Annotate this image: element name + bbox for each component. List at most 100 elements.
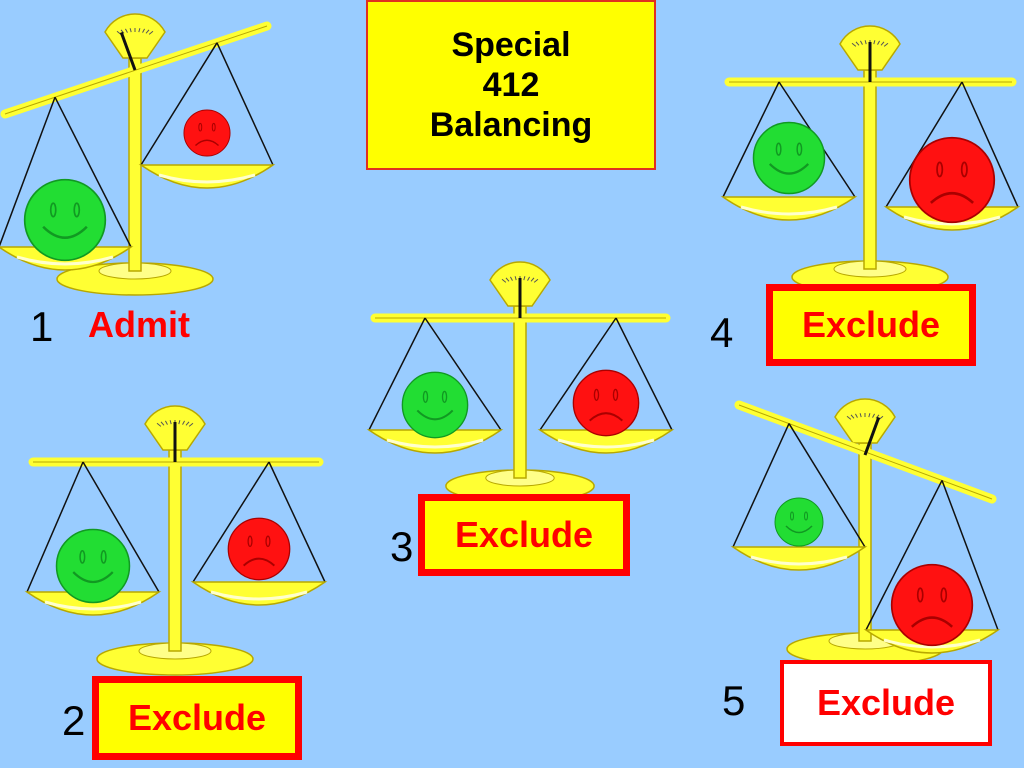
pan-chain-right-outer: [140, 42, 218, 166]
gauge-tick: [850, 414, 855, 419]
pan-chain-left-outer: [722, 81, 780, 198]
gauge-tick: [523, 276, 526, 281]
sad-face-icon: [183, 109, 231, 157]
scale-pan-shine: [158, 173, 256, 184]
scale-3-verdict: Exclude: [418, 494, 630, 576]
scale-pan-right: [537, 429, 675, 454]
happy-face-icon: [55, 528, 131, 604]
gauge-tick: [883, 42, 889, 47]
scale-pan-right: [138, 164, 276, 189]
scale-pan-shine: [903, 215, 1001, 226]
happy-face-icon: [752, 121, 826, 195]
balance-scale-1: [0, 13, 276, 296]
gauge-tick: [185, 421, 190, 426]
gauge-tick: [855, 41, 860, 46]
pan-chain-left-inner: [54, 96, 132, 248]
pan-chain-right-inner: [941, 480, 999, 631]
scale-pan-left: [720, 196, 858, 221]
scale-needle: [863, 416, 881, 456]
balance-scale-5: [730, 398, 1001, 666]
pan-chain-right-outer: [885, 81, 963, 208]
pan-chain-left-outer: [26, 461, 84, 593]
gauge-tick: [156, 422, 162, 427]
pan-chain-left-outer: [368, 317, 426, 431]
scale-5-verdict: Exclude: [780, 660, 992, 746]
scale-post: [513, 305, 527, 479]
scale-needle: [119, 31, 137, 71]
gauge-tick: [859, 413, 862, 418]
title-line-1: Special: [451, 26, 571, 64]
pan-chain-left-inner: [788, 423, 866, 548]
gauge-tick: [864, 40, 867, 45]
gauge-tick: [182, 420, 186, 425]
scale-3-number: 3: [390, 523, 414, 570]
balance-scale-4: [720, 25, 1021, 294]
scale-pan-left: [730, 546, 868, 571]
gauge-tick: [178, 420, 181, 425]
scale-pan-left: [24, 591, 162, 616]
scale-pan-right: [190, 581, 328, 606]
gauge-tick: [868, 413, 871, 418]
scale-post: [863, 69, 877, 270]
gauge-tick: [124, 28, 128, 33]
happy-face-icon: [23, 178, 107, 262]
pan-chain-right-inner: [961, 81, 1019, 208]
gauge-tick: [873, 40, 876, 45]
title-box: Special 412 Balancing: [366, 0, 656, 170]
scale-pan-shine: [883, 638, 981, 649]
pan-chain-left-inner: [424, 317, 502, 431]
gauge-tick: [854, 413, 858, 418]
scale-post: [168, 449, 182, 652]
gauge-tick: [142, 28, 146, 33]
scale-pan-shine: [386, 438, 484, 449]
pan-chain-right-inner: [268, 461, 326, 583]
gauge-tick: [859, 40, 863, 45]
gauge-tick: [120, 29, 125, 34]
title-line-3: Balancing: [429, 106, 593, 144]
gauge-tick: [880, 41, 885, 46]
pan-chain-left-outer: [0, 96, 56, 247]
gauge-tick: [129, 28, 132, 33]
scale-4-verdict: Exclude: [766, 284, 976, 366]
sad-face-icon: [572, 369, 640, 437]
scale-2-verdict: Exclude: [92, 676, 302, 760]
happy-face-icon: [401, 371, 469, 439]
scale-pan-shine: [44, 600, 142, 611]
scale-pan-shine: [210, 590, 308, 601]
gauge-tick: [505, 277, 510, 282]
pan-chain-left-inner: [82, 461, 160, 593]
gauge-tick: [533, 278, 539, 283]
sad-face-icon: [908, 136, 996, 224]
sad-face-icon: [227, 517, 291, 581]
pan-chain-right-outer: [865, 480, 943, 631]
scale-pan-shine: [750, 555, 848, 566]
scale-1-number: 1: [30, 303, 54, 350]
gauge-tick: [530, 277, 535, 282]
gauge-tick: [527, 276, 531, 281]
gauge-tick: [851, 42, 857, 47]
scale-2-number: 2: [62, 697, 86, 744]
scale-pan-shine: [16, 255, 114, 266]
gauge-tick: [872, 413, 876, 418]
pan-chain-right-outer: [192, 461, 270, 583]
gauge-tick: [501, 278, 507, 283]
pan-chain-right-inner: [615, 317, 673, 431]
gauge-tick: [148, 30, 154, 35]
title-line-2: 412: [482, 66, 540, 104]
sad-face-icon: [890, 563, 974, 647]
gauge-tick: [138, 28, 141, 33]
scale-gauge: [834, 398, 896, 444]
gauge-tick: [509, 276, 513, 281]
scale-post: [858, 442, 872, 642]
scale-pan-shine: [740, 205, 838, 216]
gauge-tick: [164, 420, 168, 425]
scale-1-verdict: Admit: [88, 304, 190, 345]
gauge-tick: [160, 421, 165, 426]
pan-chain-right-outer: [539, 317, 617, 431]
scale-gauge: [104, 13, 166, 59]
gauge-tick: [169, 420, 172, 425]
scale-pan-shine: [557, 438, 655, 449]
scale-pan-left: [366, 429, 504, 454]
balance-scale-3: [366, 261, 675, 503]
